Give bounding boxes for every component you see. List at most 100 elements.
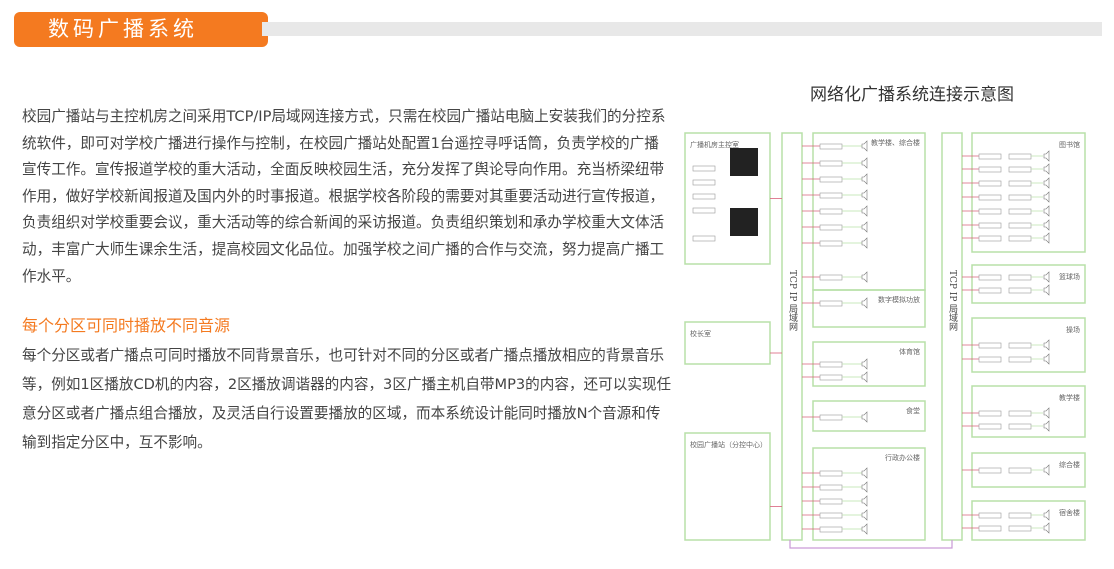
device-box [1008,512,1032,519]
device-box [819,498,843,505]
device-box [692,193,716,200]
device-box [819,160,843,167]
device-box [978,287,1002,294]
speaker-icon [1043,232,1050,244]
device-box [978,467,1002,474]
diagram-title: 网络化广播系统连接示意图 [810,85,1014,105]
speaker-icon [1043,219,1050,231]
device-box [1008,410,1032,417]
device-box [819,484,843,491]
device-box [819,143,843,150]
speaker-icon [1043,522,1050,534]
right-box-label: 教学楼 [1059,393,1080,402]
right-box-label: 操场 [1066,325,1080,334]
device-box [978,410,1002,417]
device-box [819,414,843,421]
speaker-icon [1043,509,1050,521]
speaker-icon [1043,420,1050,432]
mid-box-label: 数字模拟功放 [878,295,920,304]
amplifier-icon [730,148,758,176]
speaker-icon [861,495,868,507]
device-box [978,423,1002,430]
device-box [819,224,843,231]
device-box [978,194,1002,201]
mid-box [812,289,926,328]
device-box [1008,274,1032,281]
mid-box-label: 食堂 [906,406,920,415]
speaker-icon [861,509,868,521]
left-box-label: 校长室 [690,329,711,338]
device-box [978,342,1002,349]
speaker-icon [861,157,868,169]
left-box [684,321,771,365]
device-box [978,222,1002,229]
content-text: 校园广播站与主控机房之间采用TCP/IP局域网连接方式，只需在校园广播站电脑上安… [22,104,672,457]
device-box [1008,194,1032,201]
network-label: TCP IP 局域网 [787,270,798,332]
device-box [819,240,843,247]
speaker-icon [1043,407,1050,419]
header-divider-bar [262,22,1102,36]
device-box [978,235,1002,242]
speaker-icon [861,237,868,249]
right-box [971,385,1086,438]
device-box [1008,356,1032,363]
device-box [819,274,843,281]
speaker-icon [861,140,868,152]
right-box-label: 综合楼 [1059,460,1080,469]
device-box [692,207,716,214]
left-box-label: 校园广播站（分控中心） [690,440,767,449]
device-box [978,166,1002,173]
speaker-icon [1043,150,1050,162]
speaker-icon [1043,177,1050,189]
device-box [1008,166,1032,173]
device-box [1008,467,1032,474]
device-box [819,526,843,533]
device-box [819,361,843,368]
speaker-icon [1043,163,1050,175]
mid-box [812,400,926,432]
right-box [971,132,1086,253]
right-box-label: 宿舍楼 [1059,508,1080,517]
speaker-icon [861,271,868,283]
device-box [1008,235,1032,242]
section-title-tab: 数码广播系统 [14,12,268,47]
device-box [1008,525,1032,532]
device-box [819,176,843,183]
left-box [684,432,771,541]
network-column-1 [781,132,803,541]
right-box [971,500,1086,541]
loop-line [789,540,953,549]
device-box [819,512,843,519]
device-box [978,512,1002,519]
speaker-icon [861,481,868,493]
speaker-icon [861,411,868,423]
amplifier-icon [730,208,758,236]
network-column-2 [941,132,963,541]
intro-paragraph: 校园广播站与主控机房之间采用TCP/IP局域网连接方式，只需在校园广播站电脑上安… [22,108,666,285]
speaker-icon [861,467,868,479]
mid-box-label: 体育馆 [899,347,920,356]
device-box [692,165,716,172]
device-box [1008,153,1032,160]
device-box [1008,423,1032,430]
speaker-icon [1043,205,1050,217]
device-box [978,208,1002,215]
sub-heading: 每个分区可同时播放不同音源 [22,316,231,336]
section-title: 数码广播系统 [48,17,198,41]
device-box [1008,208,1032,215]
device-box [1008,222,1032,229]
speaker-icon [861,371,868,383]
device-box [978,274,1002,281]
speaker-icon [861,221,868,233]
right-box-label: 篮球场 [1059,272,1080,281]
speaker-icon [861,189,868,201]
right-box-label: 图书馆 [1059,140,1080,149]
device-box [819,208,843,215]
speaker-icon [1043,284,1050,296]
device-box [819,300,843,307]
device-box [819,192,843,199]
speaker-icon [1043,464,1050,476]
left-box-label: 广播机房主控室 [690,140,739,149]
